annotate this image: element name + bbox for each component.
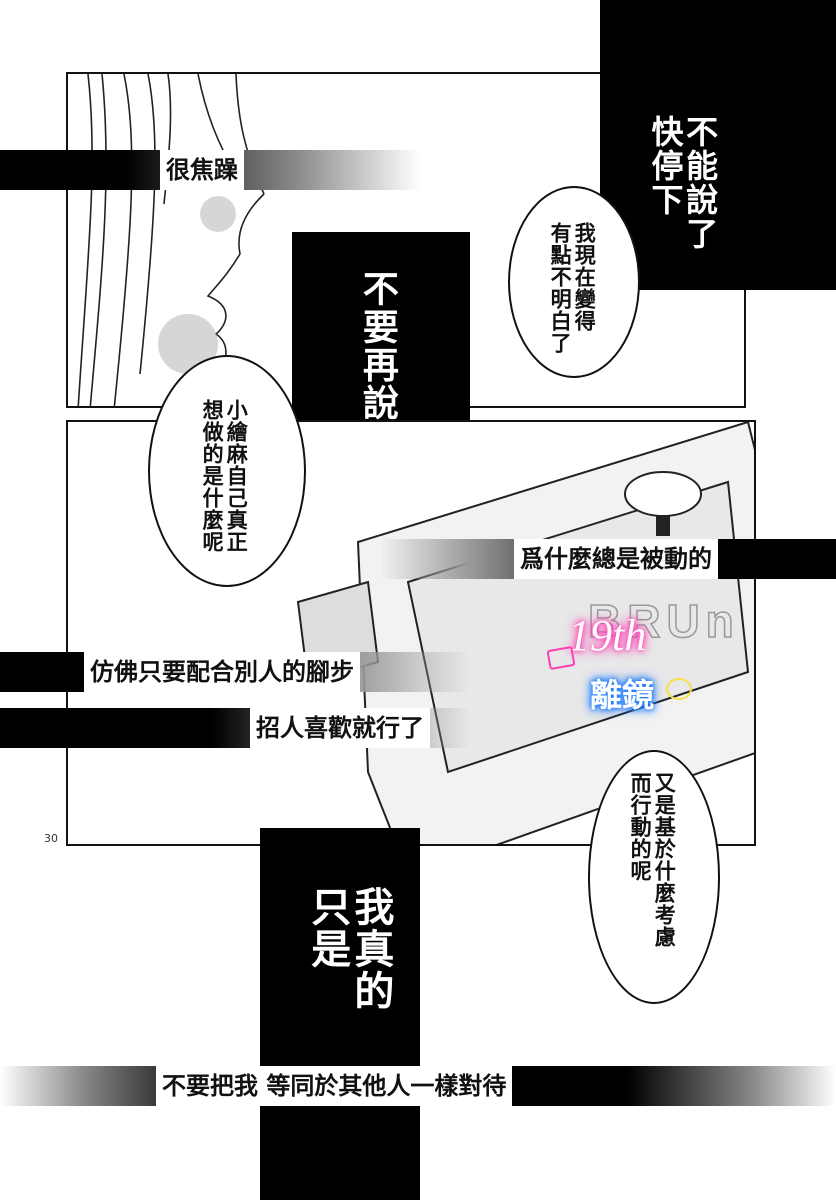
speech-bubble-bottom-right: 又是基於什麼考慮 而行動的呢 [588, 750, 720, 1004]
speech-bubble-right: 我現在變得 有點不明白了 [508, 186, 640, 378]
watermark-name: 離鏡 [590, 676, 655, 714]
caption-text: 不要把我 等同於其他人一樣對待 [156, 1066, 513, 1106]
speech-bubble-left: 小繪麻自己真正 想做的是什麼呢 [148, 355, 306, 587]
knob [624, 471, 702, 517]
black-block-bottom: 我真的 只是 [260, 828, 420, 1200]
caption-bar-follow: 仿佛只要配合別人的腳步 [0, 652, 470, 692]
caption-text: 爲什麼總是被動的 [514, 539, 718, 579]
card-icon [546, 645, 576, 671]
speech-bubble-left-text: 小繪麻自己真正 想做的是什麼呢 [200, 399, 249, 553]
speech-bubble-right-text: 我現在變得 有點不明白了 [548, 222, 597, 354]
caption-text: 招人喜歡就行了 [250, 708, 430, 748]
caption-text: 很焦躁 [160, 150, 244, 190]
caption-bar-bottom: 不要把我 等同於其他人一樣對待 [0, 1066, 836, 1106]
black-block-bottom-text: 我真的 只是 [304, 886, 394, 1012]
black-block-right-text: 不能說了 快停下 [646, 115, 720, 251]
caption-bar-irritated: 很焦躁 [0, 150, 420, 190]
coin-icon [666, 678, 692, 700]
caption-bar-passive: 爲什麼總是被動的 [380, 539, 836, 579]
page-number: 30 [44, 832, 58, 845]
caption-bar-liked: 招人喜歡就行了 [0, 708, 470, 748]
black-block-right: 不能說了 快停下 [600, 0, 836, 290]
watermark: 19th 離鏡 [546, 610, 698, 720]
speech-bubble-bottom-right-text: 又是基於什麼考慮 而行動的呢 [628, 772, 677, 948]
caption-text: 仿佛只要配合別人的腳步 [84, 652, 360, 692]
appliance-brand-text: BRUn [588, 595, 740, 647]
watermark-number: 19th [568, 611, 647, 660]
